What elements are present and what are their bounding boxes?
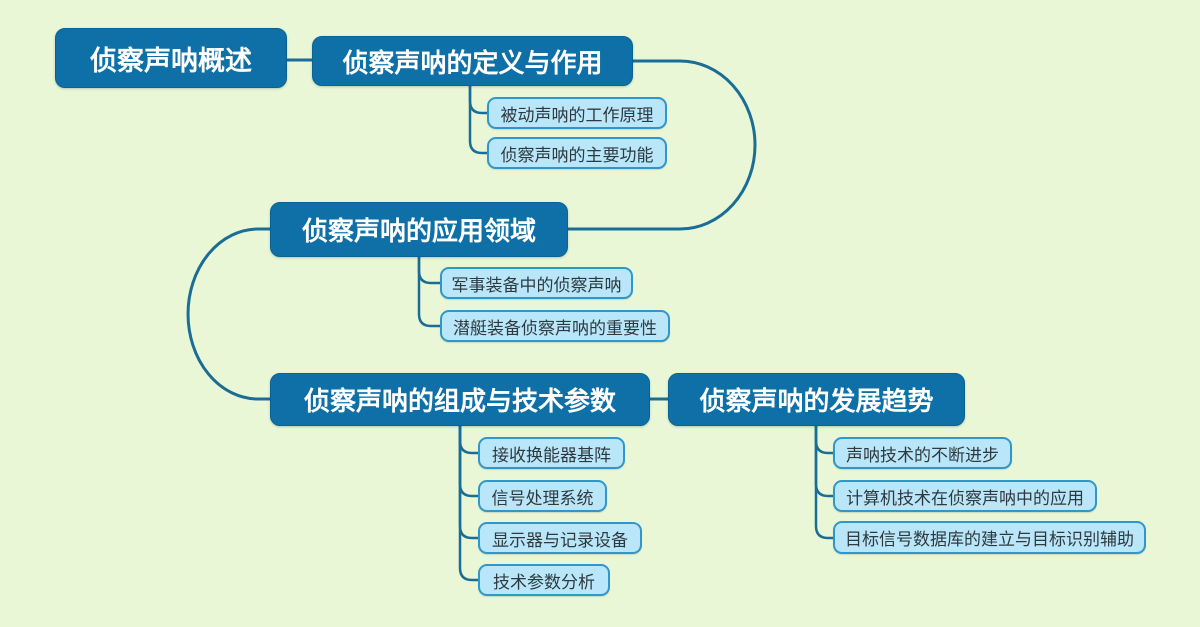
node-submarine-importance[interactable]: 潜艇装备侦察声呐的重要性 (440, 310, 670, 342)
connector-definition-child-1 (468, 86, 487, 115)
node-application-fields[interactable]: 侦察声呐的应用领域 (270, 202, 568, 257)
node-passive-sonar-principle[interactable]: 被动声呐的工作原理 (487, 97, 667, 129)
connector-development-child-3 (814, 426, 833, 540)
connector-composition-child-4 (458, 426, 478, 582)
node-overview[interactable]: 侦察声呐概述 (55, 28, 287, 88)
node-sonar-technology-progress[interactable]: 声呐技术的不断进步 (833, 437, 1012, 469)
connector-development-child-1 (814, 426, 833, 455)
connector-definition-application-curve (568, 59, 757, 231)
node-development-trends[interactable]: 侦察声呐的发展趋势 (668, 373, 965, 426)
connector-application-child-2 (417, 257, 440, 328)
node-receiver-transducer-array[interactable]: 接收换能器基阵 (478, 437, 625, 469)
node-signal-processing-system[interactable]: 信号处理系统 (478, 480, 607, 512)
node-composition-parameters[interactable]: 侦察声呐的组成与技术参数 (270, 373, 650, 426)
node-target-signal-database[interactable]: 目标信号数据库的建立与目标识别辅助 (833, 521, 1146, 554)
connector-development-child-2 (814, 426, 833, 498)
connector-application-composition-curve (186, 227, 270, 401)
node-display-recording-equipment[interactable]: 显示器与记录设备 (478, 522, 642, 554)
connector-definition-child-2 (468, 86, 487, 155)
connector-composition-child-2 (458, 426, 478, 498)
node-definition-role[interactable]: 侦察声呐的定义与作用 (312, 36, 633, 86)
node-technical-parameter-analysis[interactable]: 技术参数分析 (478, 564, 610, 596)
connector-composition-child-1 (458, 426, 478, 455)
connector-application-child-1 (417, 257, 440, 285)
node-military-equipment[interactable]: 军事装备中的侦察声呐 (440, 267, 633, 299)
connector-composition-child-3 (458, 426, 478, 540)
node-main-functions[interactable]: 侦察声呐的主要功能 (487, 137, 667, 169)
node-computer-technology-application[interactable]: 计算机技术在侦察声呐中的应用 (833, 480, 1097, 512)
